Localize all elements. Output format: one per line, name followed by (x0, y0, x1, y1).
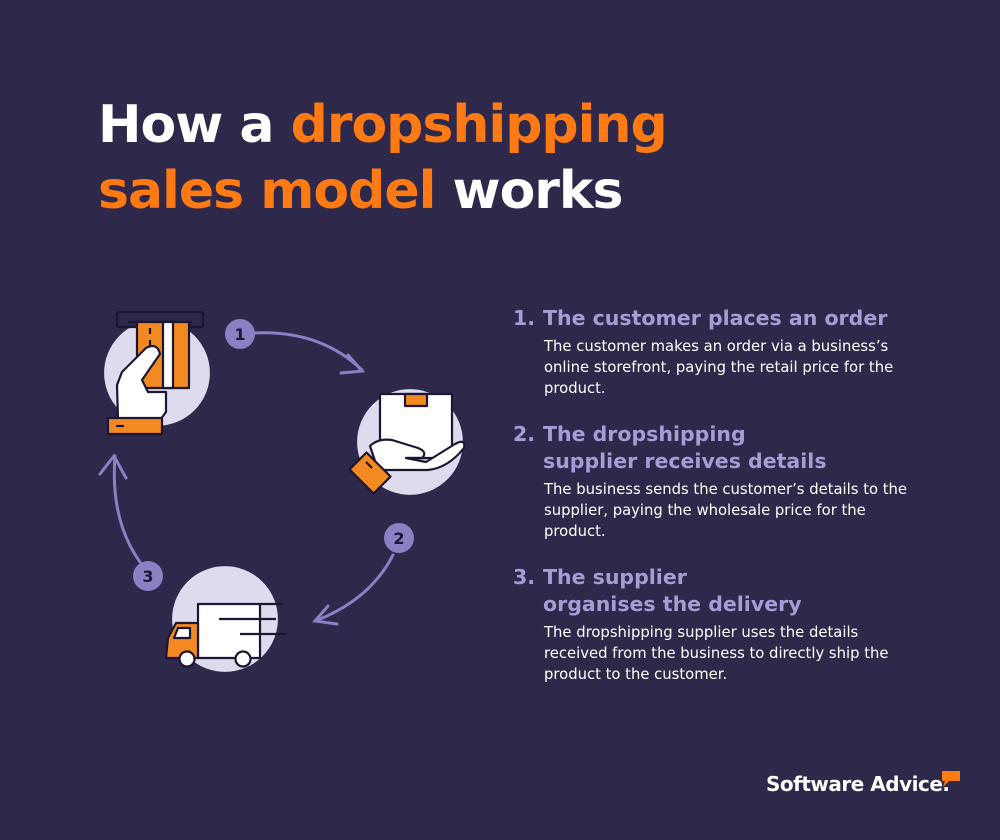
page-title: How a dropshipping sales model works (98, 92, 668, 224)
svg-text:2: 2 (393, 529, 404, 548)
step-title: The customer places an order (543, 306, 888, 330)
step-badge-1: 1 (225, 319, 255, 349)
step-2: 2. The dropshipping supplier receives de… (513, 421, 933, 542)
step-number: 3. (513, 565, 536, 589)
process-cycle-diagram: 1 2 3 (98, 310, 466, 675)
credit-card-payment-icon (101, 310, 213, 436)
step-title: The dropshipping supplier receives detai… (543, 422, 827, 473)
step-badge-3: 3 (133, 561, 163, 591)
step-number: 2. (513, 422, 536, 446)
svg-text:3: 3 (142, 567, 153, 586)
step-1: 1. The customer places an order The cust… (513, 305, 933, 399)
steps-list: 1. The customer places an order The cust… (513, 305, 933, 707)
title-line-2: sales model works (98, 161, 623, 221)
delivery-truck-icon (164, 563, 286, 675)
step-badge-2: 2 (384, 523, 414, 553)
title-line-1: How a dropshipping (98, 95, 668, 155)
step-heading: 3. The supplier organises the delivery (513, 564, 933, 618)
step-3: 3. The supplier organises the delivery T… (513, 564, 933, 685)
step-description: The business sends the customer’s detail… (544, 481, 908, 540)
step-title: The supplier organises the delivery (543, 565, 802, 616)
step-description: The customer makes an order via a busine… (544, 338, 894, 397)
step-description: The dropshipping supplier uses the detai… (544, 624, 889, 683)
step-heading: 1. The customer places an order (513, 305, 933, 332)
arrow-1-icon (253, 331, 366, 375)
arrow-3-icon (98, 453, 142, 564)
svg-text:1: 1 (234, 325, 245, 344)
speech-bubble-icon (942, 771, 960, 787)
package-in-hand-icon (348, 386, 466, 498)
step-number: 1. (513, 306, 536, 330)
arrow-2-icon (312, 553, 395, 626)
brand-logo: Software Advice. (766, 772, 950, 796)
step-heading: 2. The dropshipping supplier receives de… (513, 421, 933, 475)
